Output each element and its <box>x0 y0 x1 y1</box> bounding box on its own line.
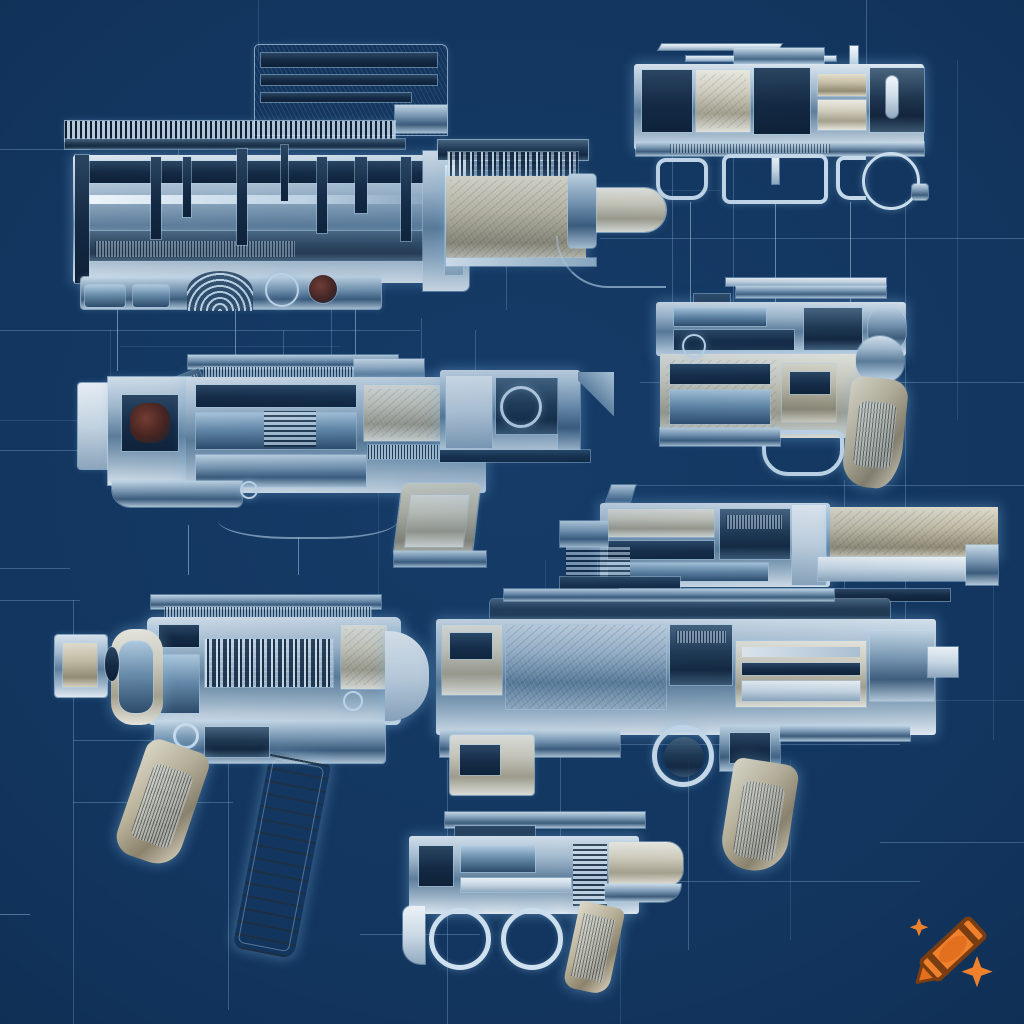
crayon-icon <box>915 916 987 984</box>
subject-top-right-guards <box>650 152 928 308</box>
subject-top-left-receiver <box>55 45 475 371</box>
ring-mount <box>862 152 920 210</box>
coil-detail <box>187 271 253 311</box>
subject-mid-right-pistol <box>640 278 940 498</box>
subject-mid-center-block <box>440 362 615 467</box>
sparkle-large-icon <box>961 956 993 988</box>
trigger-guard-a <box>656 158 708 200</box>
subject-bottom-center-pistol <box>395 812 715 997</box>
wood-panel <box>506 625 666 709</box>
recoil-spring <box>264 411 316 447</box>
hammer-comb <box>573 844 607 906</box>
body-engraving <box>205 639 333 687</box>
craiyon-crayon-watermark <box>898 896 1002 1000</box>
scope-lens <box>130 403 170 443</box>
bolt-bulb <box>856 336 904 382</box>
cam-ring <box>500 386 542 428</box>
sparkle-small-icon <box>909 918 929 937</box>
front-guard-ring <box>429 908 491 970</box>
rear-guard-ring <box>501 908 563 970</box>
engraving-band <box>448 152 578 176</box>
